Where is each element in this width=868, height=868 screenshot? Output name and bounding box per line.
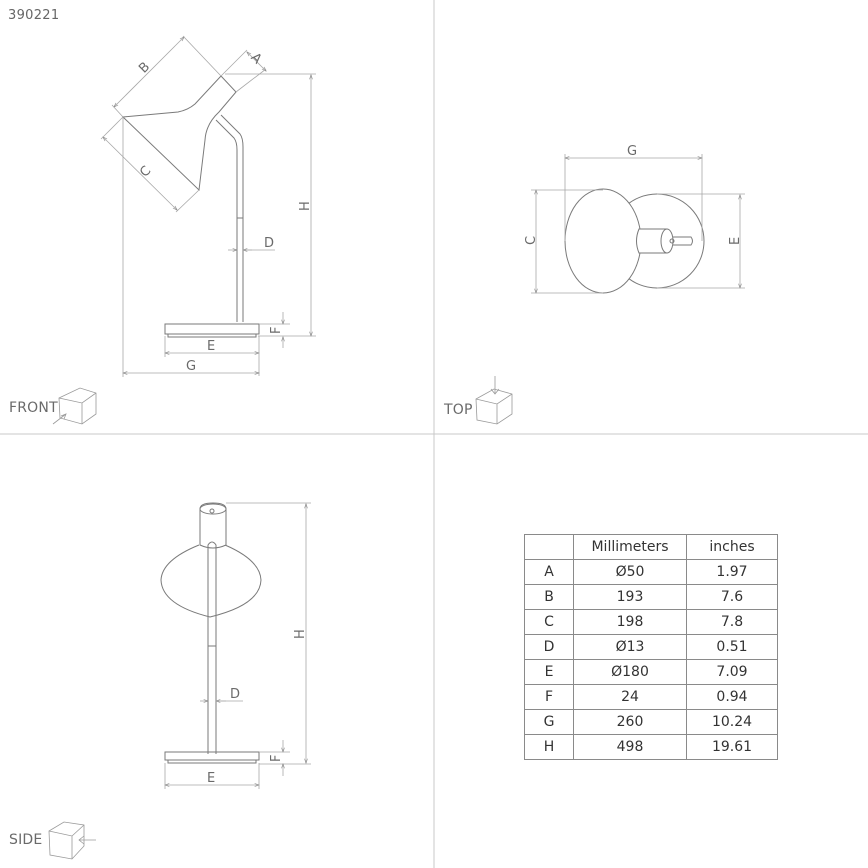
row-key: F (524, 684, 574, 710)
dimension-table: Millimeters inches A Ø50 1.97 B 193 7.6 … (524, 534, 778, 760)
top-view-drawing (564, 188, 705, 294)
header-millimeters: Millimeters (573, 534, 687, 560)
table-row: B 193 7.6 (524, 584, 778, 610)
row-mm: 193 (573, 584, 687, 610)
row-mm: 498 (573, 734, 687, 760)
front-label-b: B (136, 60, 153, 77)
front-view-cube-icon (52, 387, 97, 425)
row-in: 7.09 (686, 659, 778, 685)
product-code: 390221 (8, 8, 60, 23)
row-in: 1.97 (686, 559, 778, 585)
table-row: G 260 10.24 (524, 709, 778, 735)
row-key: A (524, 559, 574, 585)
side-view-label: SIDE (9, 832, 43, 848)
top-socket (636, 228, 668, 254)
row-key: H (524, 734, 574, 760)
front-view-label: FRONT (9, 400, 58, 416)
header-key (524, 534, 574, 560)
front-label-f: F (269, 327, 284, 334)
front-view-drawing (121, 75, 260, 338)
row-in: 7.6 (686, 584, 778, 610)
side-stem (207, 541, 217, 754)
side-lamp-shade (160, 544, 262, 618)
side-label-f: F (269, 755, 284, 762)
front-label-d: D (264, 236, 274, 251)
side-label-e: E (207, 771, 215, 786)
row-in: 10.24 (686, 709, 778, 735)
front-label-e: E (207, 339, 215, 354)
front-arm-inner (215, 119, 238, 322)
top-view-label: TOP (444, 402, 473, 418)
row-in: 0.51 (686, 634, 778, 660)
top-view-dimensions (531, 154, 745, 293)
row-key: B (524, 584, 574, 610)
side-label-h: H (293, 629, 308, 639)
side-socket (199, 502, 227, 549)
side-view-dimensions (165, 502, 311, 789)
top-label-c: C (524, 236, 539, 245)
front-arm (220, 114, 244, 322)
table-row: C 198 7.8 (524, 609, 778, 635)
front-label-g: G (186, 359, 196, 374)
row-mm: Ø13 (573, 634, 687, 660)
top-lamp-shade (564, 188, 642, 294)
table-row: H 498 19.61 (524, 734, 778, 760)
row-in: 0.94 (686, 684, 778, 710)
front-view-dimensions (100, 35, 316, 377)
row-mm: Ø50 (573, 559, 687, 585)
row-mm: 24 (573, 684, 687, 710)
top-dimension-labels: G C E (524, 144, 743, 245)
table-row: F 24 0.94 (524, 684, 778, 710)
top-label-g: G (627, 144, 637, 159)
top-label-e: E (728, 237, 743, 245)
row-mm: 260 (573, 709, 687, 735)
table-header-row: Millimeters inches (524, 534, 778, 560)
front-label-c: C (137, 163, 154, 180)
row-key: G (524, 709, 574, 735)
header-inches: inches (686, 534, 778, 560)
side-view-drawing (160, 502, 262, 764)
row-mm: Ø180 (573, 659, 687, 685)
row-key: C (524, 609, 574, 635)
row-key: E (524, 659, 574, 685)
table-row: E Ø180 7.09 (524, 659, 778, 685)
front-label-a: A (248, 50, 265, 67)
row-in: 7.8 (686, 609, 778, 635)
side-base (164, 751, 260, 761)
side-dimension-labels: H D F E (207, 629, 308, 786)
front-dimension-labels: B A C H D F E G (136, 50, 313, 374)
side-label-d: D (230, 687, 240, 702)
front-base (164, 323, 260, 335)
side-view-cube-icon (48, 821, 96, 860)
row-mm: 198 (573, 609, 687, 635)
row-key: D (524, 634, 574, 660)
front-label-h: H (298, 201, 313, 211)
table-row: A Ø50 1.97 (524, 559, 778, 585)
top-view-cube-icon (475, 376, 513, 425)
table-row: D Ø13 0.51 (524, 634, 778, 660)
row-in: 19.61 (686, 734, 778, 760)
